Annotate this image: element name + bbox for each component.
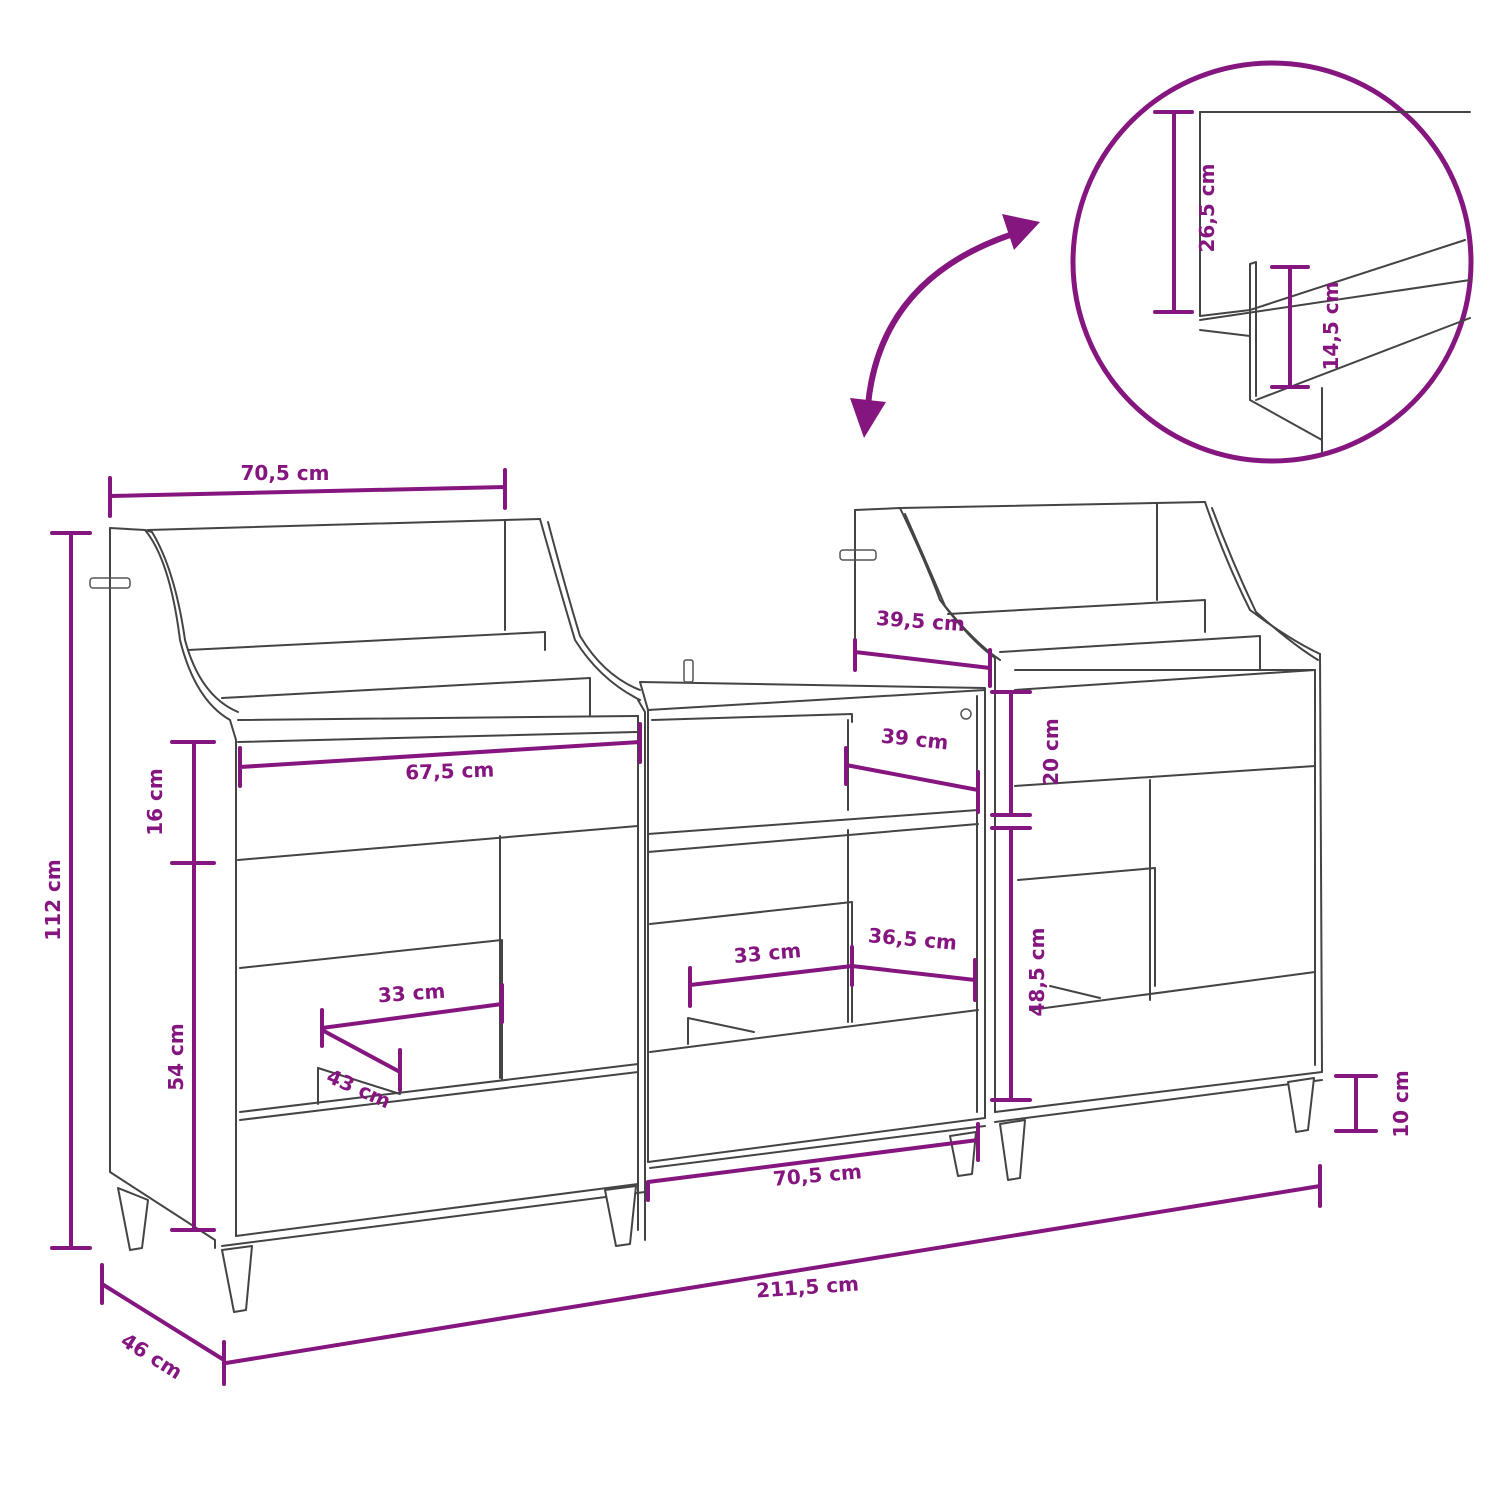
left-shelf-width-label: 33 cm [377, 979, 446, 1008]
detail-inset [1070, 60, 1474, 464]
curved-arrow-icon [850, 214, 1040, 438]
left-cabinet [89, 518, 646, 1313]
total-height-label: 112 cm [41, 859, 65, 940]
dimension-lines [50, 468, 1378, 1386]
right-cabinet [839, 501, 1323, 1181]
middle-top-depth-label: 39 cm [880, 724, 950, 755]
detail-front-height-label: 14,5 cm [1319, 281, 1343, 370]
left-lower-height-label: 54 cm [164, 1023, 188, 1091]
middle-shelf-depth-label: 36,5 cm [867, 923, 958, 955]
depth-label: 46 cm [117, 1328, 187, 1384]
middle-cabinet [639, 659, 986, 1177]
left-top-height-label: 16 cm [143, 768, 167, 836]
left-top-width-label: 70,5 cm [240, 461, 329, 485]
left-inner-width-label: 67,5 cm [405, 757, 495, 784]
right-top-depth-label: 39,5 cm [875, 606, 965, 636]
right-top-height-label: 20 cm [1039, 718, 1063, 786]
middle-shelf-width-label: 33 cm [733, 938, 802, 968]
right-lower-height-label: 48,5 cm [1025, 927, 1049, 1016]
leg-height-label: 10 cm [1389, 1070, 1413, 1138]
detail-back-height-label: 26,5 cm [1195, 163, 1219, 252]
